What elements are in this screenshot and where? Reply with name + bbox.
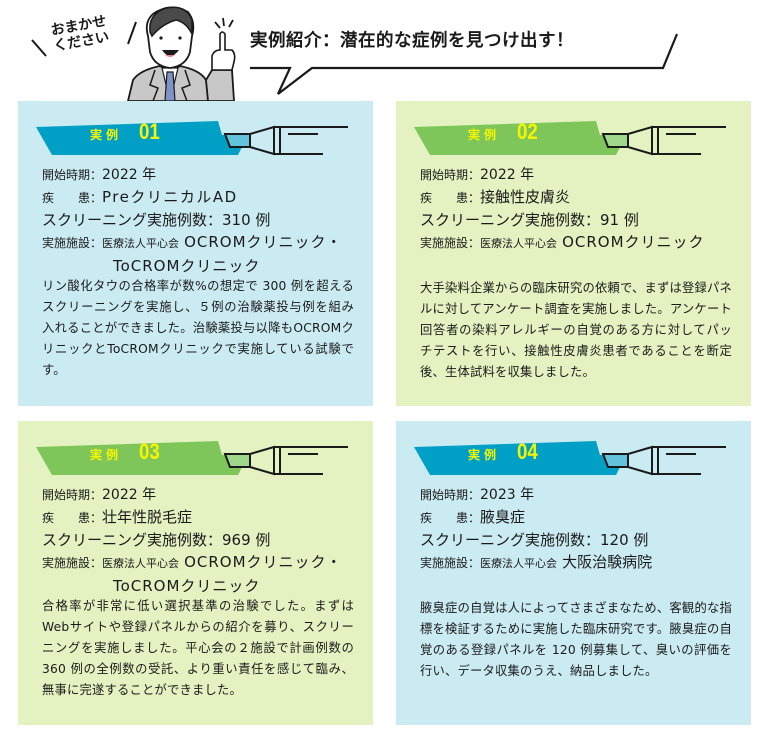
case-number: 04 [517,439,538,464]
start-label: 開始時期： [42,168,103,182]
case-description: 合格率が非常に低い選択基準の治験でした。まずはWebサイトや登録パネルからの紹介… [42,599,354,697]
case-description: 腋臭症の自覚は人によってさまざまなため、客観的な指標を検証するために実施した臨床… [420,601,732,678]
case-banner: 実例 04 [396,421,751,481]
case-banner: 実例 01 [18,101,373,161]
facility-label: 実施施設： [420,556,481,570]
disease-value: 腋臭症 [480,508,526,526]
case-description: リン酸化タウの合格率が数%の想定で 300 例を超えるスクリーニングを実施し、５… [42,279,354,377]
emphasis-mark-icon [127,21,137,45]
page-title: 実例紹介：潜在的な症例を見つけ出す！ [250,31,574,51]
emphasis-mark-icon [31,39,47,57]
org-name: 医療法人平心会 [102,557,180,570]
screening-label: スクリーニング実施例数： [42,531,223,549]
case-label: 実例 [468,128,501,142]
disease-label: 疾 患： [420,511,481,525]
facility-value: 大阪治験病院 [562,553,653,571]
case-label: 実例 [468,448,501,462]
case-description: 大手染料企業からの臨床研究の依頼で、まずは登録パネルに対してアンケート調査を実施… [420,281,732,379]
org-name: 医療法人平心会 [102,237,180,250]
case-banner: 実例 02 [396,101,751,161]
screening-value: 310 例 [222,211,271,229]
highlighter-pen-icon [601,125,726,156]
start-value: 2022 年 [102,487,157,503]
case-card-02: 実例 02 開始時期：2022 年 疾 患：接触性皮膚炎 スクリーニング実施例数… [396,101,751,406]
screening-value: 969 例 [222,531,271,549]
businessman-icon [127,6,236,101]
facility-label: 実施施設： [42,556,103,570]
screening-value: 120 例 [600,531,649,549]
case-label: 実例 [90,448,123,462]
case-number: 01 [139,119,160,144]
start-value: 2022 年 [102,167,157,183]
speech-bubble-outline [250,33,679,95]
facility-label: 実施施設： [420,236,481,250]
facility-label: 実施施設： [42,236,103,250]
case-info: 開始時期：2022 年 疾 患：PreクリニカルAD スクリーニング実施例数：3… [42,163,362,277]
case-card-04: 実例 04 開始時期：2023 年 疾 患：腋臭症 スクリーニング実施例数：12… [396,421,751,725]
disease-label: 疾 患： [42,191,103,205]
disease-value: 接触性皮膚炎 [480,188,571,206]
case-banner: 実例 03 [18,421,373,481]
facility-value-2: ToCROMクリニック [113,577,261,595]
disease-label: 疾 患： [420,191,481,205]
org-name: 医療法人平心会 [480,557,558,570]
start-label: 開始時期： [42,488,103,502]
start-label: 開始時期： [420,168,481,182]
case-number: 03 [139,439,160,464]
case-card-03: 実例 03 開始時期：2022 年 疾 患：壮年性脱毛症 スクリーニング実施例数… [18,421,373,725]
case-label: 実例 [90,128,123,142]
org-name: 医療法人平心会 [480,237,558,250]
case-info: 開始時期：2022 年 疾 患：接触性皮膚炎 スクリーニング実施例数：91 例 … [420,163,740,255]
case-info: 開始時期：2023 年 疾 患：腋臭症 スクリーニング実施例数：120 例 実施… [420,483,740,575]
disease-value: 壮年性脱毛症 [102,508,193,526]
facility-value: OCROMクリニック・ [184,233,343,251]
screening-label: スクリーニング実施例数： [42,211,223,229]
disease-label: 疾 患： [42,511,103,525]
disease-value: PreクリニカルAD [102,188,238,206]
highlighter-pen-icon [223,125,348,156]
facility-value-2: ToCROMクリニック [113,257,261,275]
start-label: 開始時期： [420,488,481,502]
highlighter-pen-icon [223,445,348,476]
facility-value: OCROMクリニック・ [184,553,343,571]
case-number: 02 [517,119,538,144]
screening-label: スクリーニング実施例数： [420,531,601,549]
case-info: 開始時期：2022 年 疾 患：壮年性脱毛症 スクリーニング実施例数：969 例… [42,483,362,597]
screening-value: 91 例 [600,211,639,229]
header-illustration [31,6,679,101]
start-value: 2023 年 [480,487,535,503]
start-value: 2022 年 [480,167,535,183]
header: おまかせ ください 実例紹介：潜在的な症例を見つけ出す！ [0,0,768,101]
facility-value: OCROMクリニック [562,233,705,251]
case-card-01: 実例 01 開始時期：2022 年 疾 患：PreクリニカルAD スクリーニング… [18,101,373,406]
highlighter-pen-icon [601,445,726,476]
screening-label: スクリーニング実施例数： [420,211,601,229]
